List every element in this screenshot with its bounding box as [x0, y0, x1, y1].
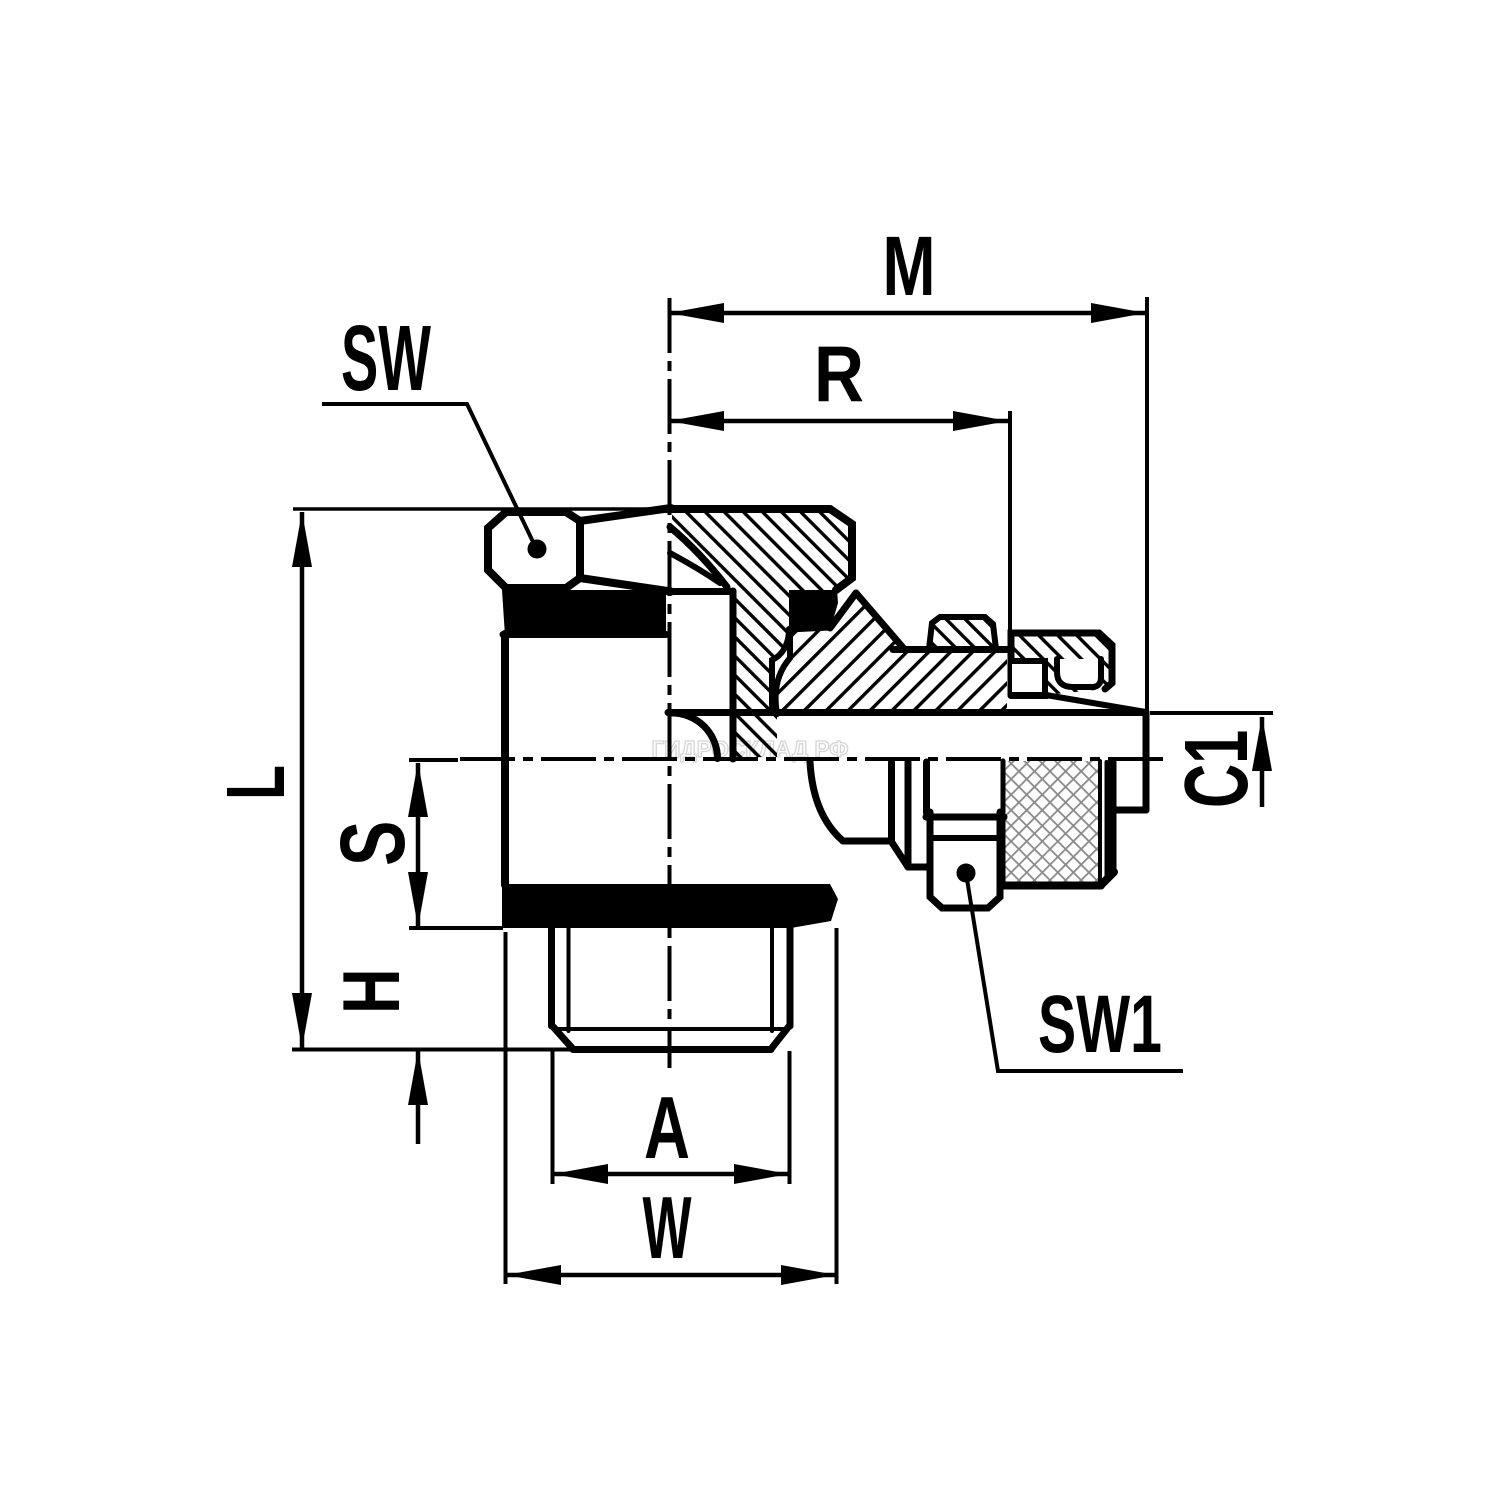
- svg-text:R: R: [814, 329, 864, 418]
- svg-text:M: M: [883, 219, 936, 313]
- svg-text:S: S: [322, 821, 424, 866]
- svg-text:L: L: [210, 765, 303, 800]
- svg-text:SW1: SW1: [1038, 979, 1162, 1070]
- svg-text:W: W: [643, 1178, 692, 1277]
- svg-text:H: H: [327, 968, 417, 1014]
- svg-text:SW: SW: [341, 306, 431, 410]
- svg-text:A: A: [644, 1078, 690, 1177]
- svg-text:C1: C1: [1166, 730, 1267, 808]
